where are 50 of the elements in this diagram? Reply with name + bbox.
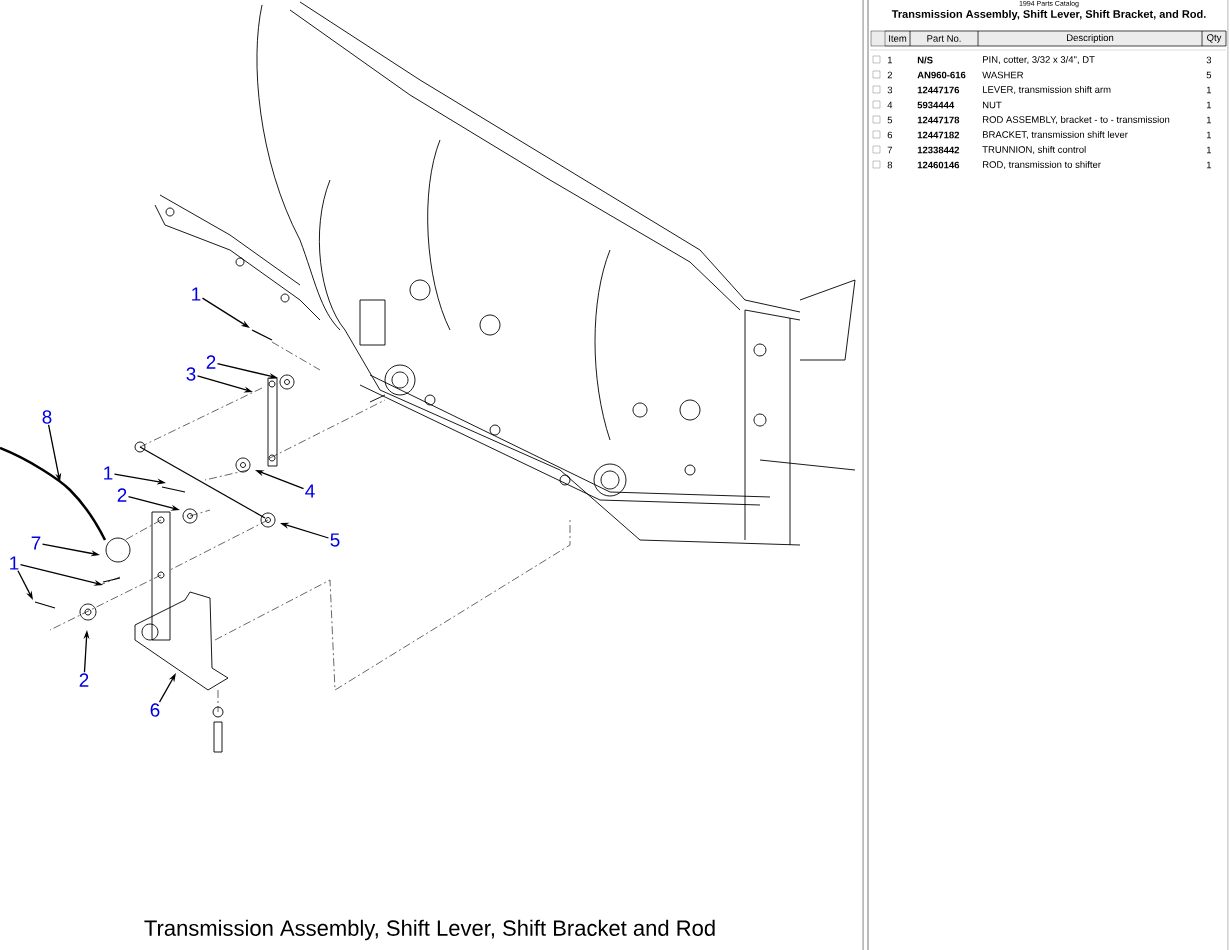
callout-number: 4 [305,484,315,498]
callout-number: 3 [186,367,196,381]
callout-number: 1 [192,287,201,301]
table-cell: 1 [1206,86,1212,94]
table-cell: 6 [887,131,893,139]
table-cell: 1 [1206,146,1212,154]
table-cell: 3 [1206,56,1212,64]
table-cell: PIN, cotter, 3/32 x 3/4", DT [983,55,1095,65]
table-cell: 12447176 [917,86,960,94]
table-cell: ROD, transmission to shifter [983,160,1101,170]
caption: Transmission Assembly, Shift Lever, Shift Bracket and Rod [144,919,715,941]
table-cell: LEVER, transmission shift arm [983,85,1111,95]
callout-number: 5 [330,533,340,547]
table-cell: 5934444 [917,101,955,109]
table-cell: 1 [1206,161,1212,169]
table-cell: 1 [1206,131,1212,139]
table-cell: 12447178 [917,116,960,124]
callout-number: 1 [10,556,19,570]
header-cell: Qty [1201,30,1227,47]
table-cell: AN960-616 [917,71,966,79]
callout-number: 7 [31,536,41,550]
callout-number: 8 [42,410,52,424]
table-cell: 5 [887,116,893,124]
table-cell: ROD ASSEMBLY, bracket - to - transmission [983,115,1170,125]
table-cell: 2 [887,71,893,79]
table-cell: TRUNNION, shift control [982,145,1086,155]
table-cell: WASHER [982,71,1024,79]
table-cell: 7 [887,146,893,154]
callout-number: 2 [79,673,89,687]
callout-number: 2 [117,488,127,502]
callout-number: 2 [206,355,216,369]
table-cell: 12460146 [917,161,960,169]
header-cell: Item [884,30,911,47]
callout-number: 1 [104,466,113,480]
table-cell: 12447182 [917,131,960,139]
callout-number: 6 [150,703,160,717]
table-title: Transmission Assembly, Shift Lever, Shift Bracket, and Rod. [891,9,1206,21]
header-cell: Part No. [909,30,979,47]
table-cell: 8 [887,161,893,169]
table-cell: NUT [983,101,1002,109]
table-cell: BRACKET, transmission shift lever [983,130,1128,140]
table-cell: 12338442 [917,146,960,154]
table-cell: 1 [887,56,893,64]
header-cell: Description [977,30,1203,47]
table-cell: 4 [887,101,893,109]
table-cell: 3 [887,86,893,94]
table-cell: 1 [1206,116,1212,124]
table-cell: N/S [917,56,933,64]
table-cell: 5 [1206,71,1212,79]
table-cell: 1 [1206,101,1212,109]
